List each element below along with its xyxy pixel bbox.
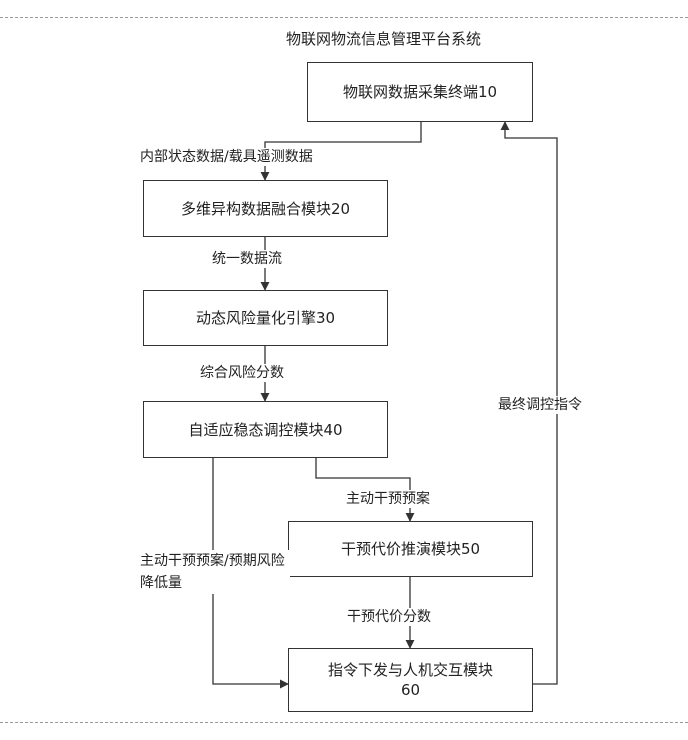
node-50: 干预代价推演模块50 xyxy=(288,521,533,577)
edge-label-50-60: 干预代价分数 xyxy=(347,608,431,626)
edge-label-60-10: 最终调控指令 xyxy=(498,396,582,414)
edge-label-20-30: 统一数据流 xyxy=(212,250,282,268)
edge-label-40-60: 主动干预预案/预期风险降低量 xyxy=(140,550,290,594)
edge-label-10-20: 内部状态数据/载具遥测数据 xyxy=(140,148,313,166)
node-10: 物联网数据采集终端10 xyxy=(307,62,533,122)
node-60: 指令下发与人机交互模块60 xyxy=(288,648,533,712)
system-title: 物联网物流信息管理平台系统 xyxy=(286,30,481,48)
node-20: 多维异构数据融合模块20 xyxy=(143,180,388,237)
edge-label-40-50: 主动干预预案 xyxy=(346,490,430,508)
node-40: 自适应稳态调控模块40 xyxy=(143,401,388,458)
edge-label-30-40: 综合风险分数 xyxy=(200,364,284,382)
node-30: 动态风险量化引擎30 xyxy=(143,290,388,346)
